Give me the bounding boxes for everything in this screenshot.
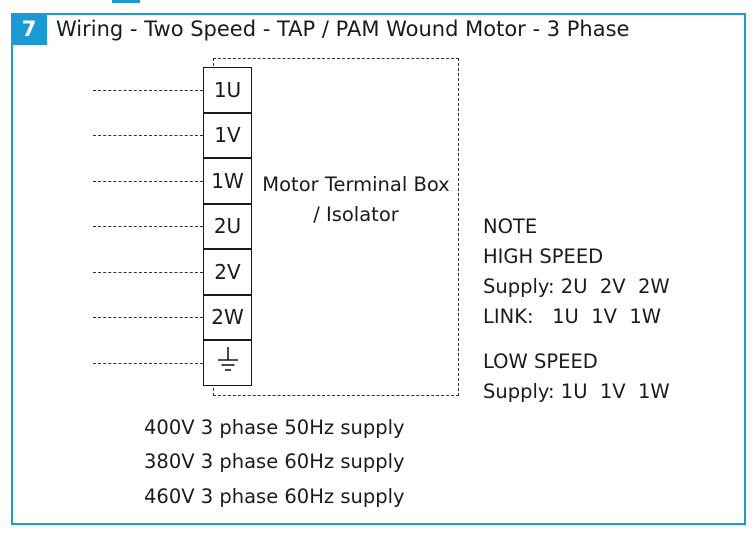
- wire-lead: [93, 363, 203, 364]
- note-high-supply: Supply: 2U 2V 2W: [483, 275, 670, 298]
- terminal-label: 2V: [214, 259, 241, 284]
- wire-lead: [93, 226, 203, 227]
- wire-lead: [93, 90, 203, 91]
- top-accent-mark: [112, 0, 140, 3]
- wire-lead: [93, 317, 203, 318]
- wire-lead: [93, 135, 203, 136]
- terminal-box-label-line2: / Isolator: [313, 203, 399, 226]
- terminal-1v: 1V: [203, 112, 252, 158]
- terminal-2u: 2U: [203, 203, 252, 249]
- note-low-speed: LOW SPEED: [483, 350, 598, 373]
- wire-lead: [93, 181, 203, 182]
- supply-line-1: 400V 3 phase 50Hz supply: [144, 416, 405, 439]
- note-heading: NOTE: [483, 215, 538, 238]
- terminal-2w: 2W: [203, 294, 252, 340]
- note-low-supply: Supply: 1U 1V 1W: [483, 380, 670, 403]
- terminal-label: 1W: [211, 168, 244, 193]
- terminal-box-label-line1: Motor Terminal Box: [262, 173, 450, 196]
- supply-line-3: 460V 3 phase 60Hz supply: [144, 485, 405, 508]
- section-title: Wiring - Two Speed - TAP / PAM Wound Mot…: [56, 17, 630, 41]
- wire-lead: [93, 272, 203, 273]
- section-frame: [11, 13, 746, 525]
- terminal-1w: 1W: [203, 158, 252, 204]
- supply-line-2: 380V 3 phase 60Hz supply: [144, 450, 405, 473]
- section-number-badge: 7: [11, 13, 47, 45]
- terminal-label: 1V: [214, 123, 241, 148]
- note-high-speed: HIGH SPEED: [483, 245, 604, 268]
- note-high-link: LINK: 1U 1V 1W: [483, 305, 662, 328]
- terminal-2v: 2V: [203, 249, 252, 295]
- terminal-label: 2U: [213, 214, 242, 239]
- terminal-label: 1U: [213, 77, 242, 102]
- terminal-earth: [203, 340, 252, 386]
- earth-ground-icon: [215, 345, 241, 380]
- terminal-1u: 1U: [203, 67, 252, 113]
- terminal-label: 2W: [211, 305, 244, 330]
